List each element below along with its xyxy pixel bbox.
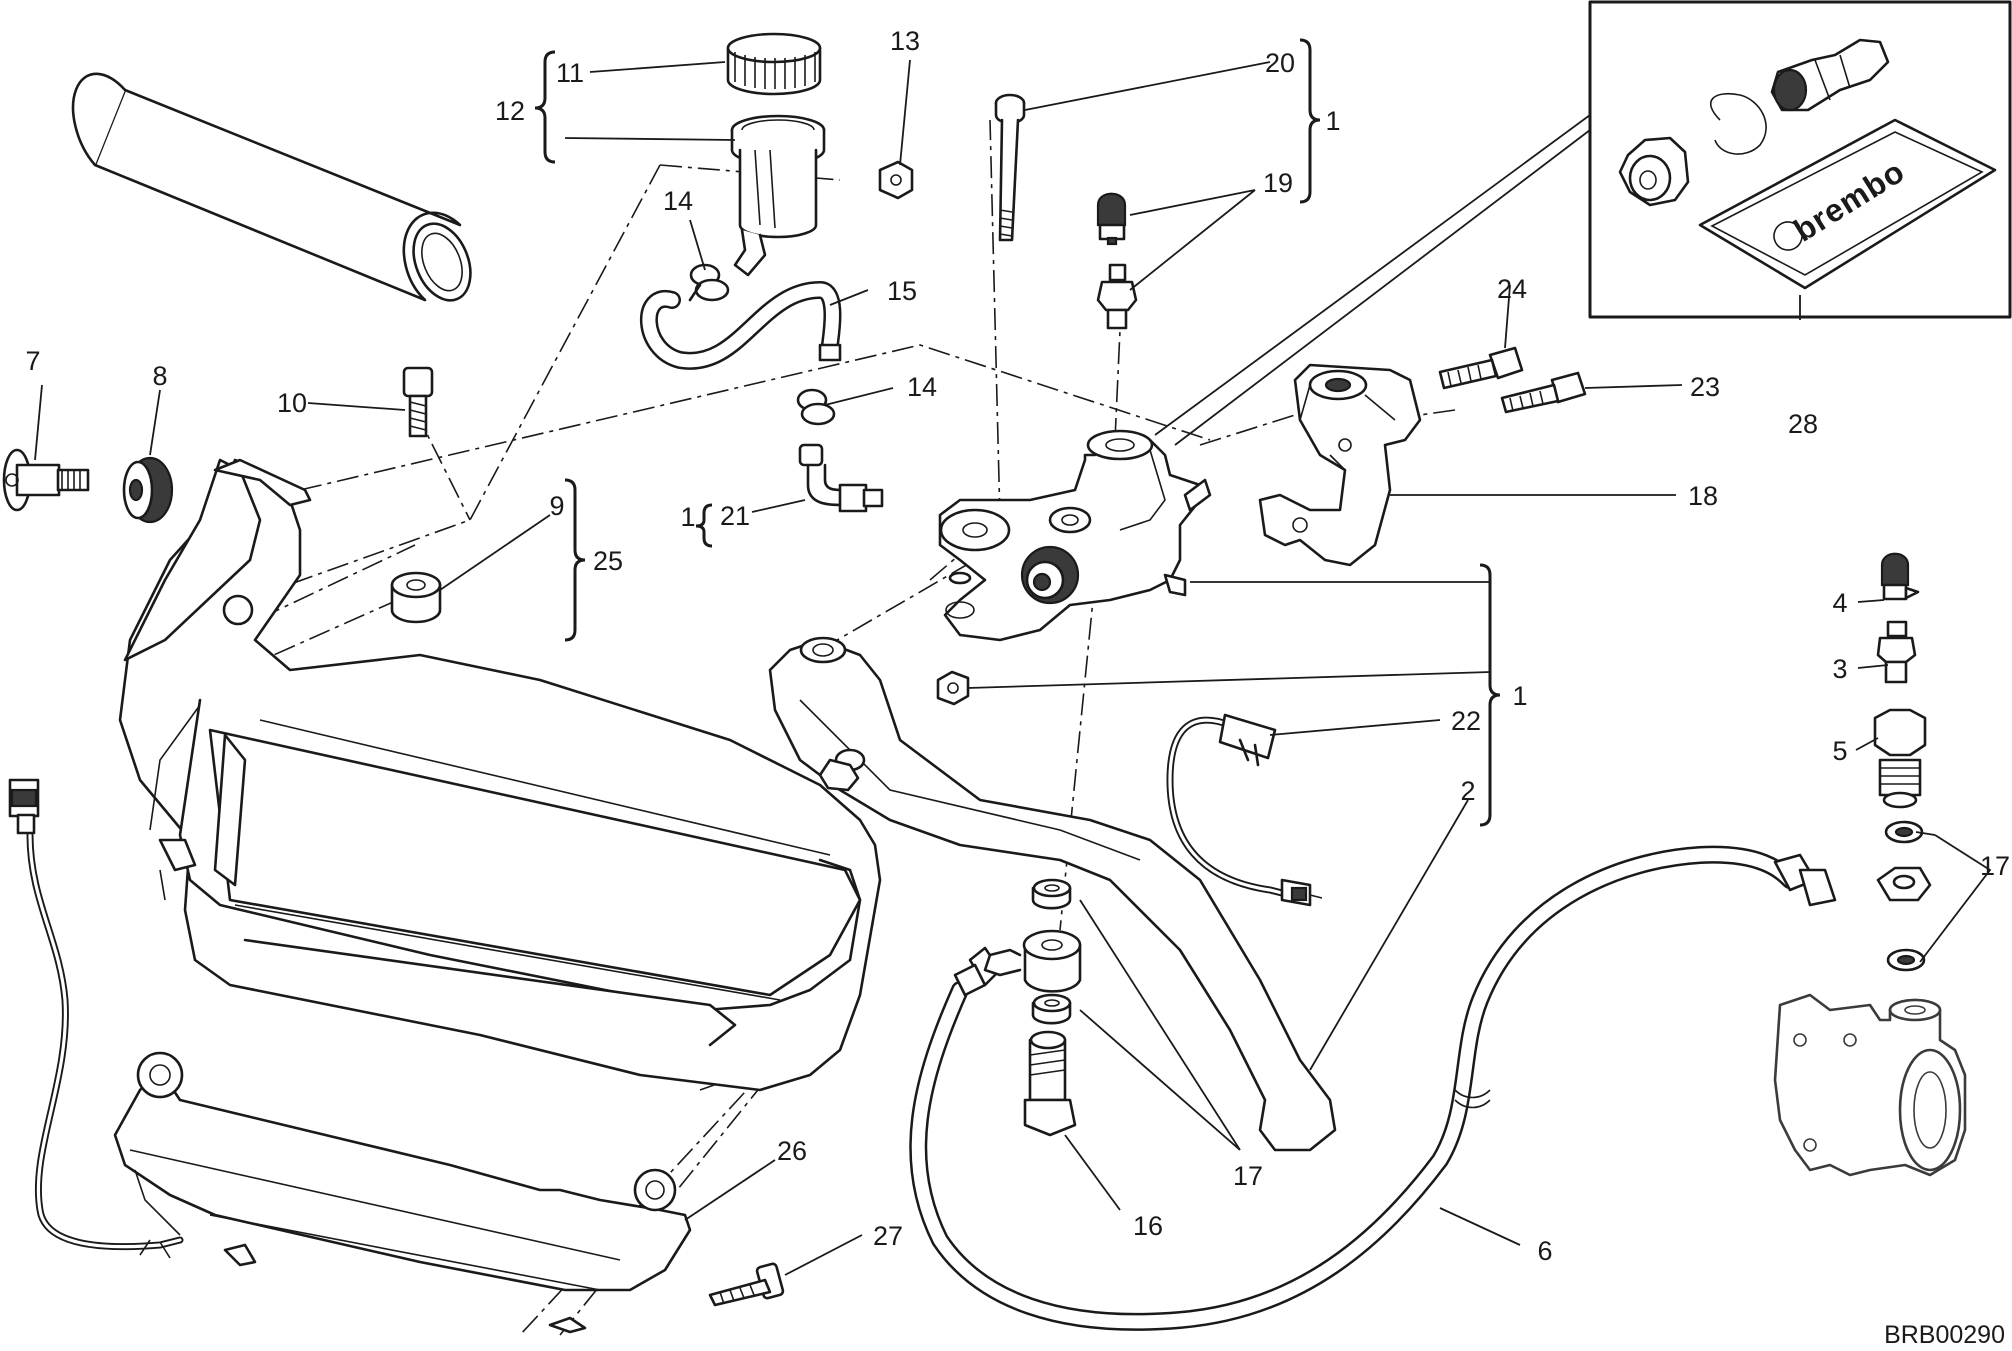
callout-9: 9 [549, 491, 564, 521]
callout-24: 24 [1497, 274, 1527, 304]
bushing-9 [390, 571, 442, 624]
callout-17-center: 17 [1233, 1161, 1263, 1191]
callout-16: 16 [1133, 1211, 1163, 1241]
master-cylinder [938, 429, 1212, 642]
callout-6: 6 [1537, 1236, 1552, 1266]
callout-21: 21 [720, 501, 750, 531]
callout-5: 5 [1832, 736, 1847, 766]
callout-12: 12 [495, 96, 525, 126]
hose-15 [640, 281, 842, 370]
screw-27 [708, 1262, 785, 1307]
adapter-5 [1873, 708, 1927, 809]
braces [534, 38, 1501, 827]
callout-11: 11 [556, 58, 584, 88]
lever-nut [936, 670, 970, 706]
callout-25: 25 [593, 546, 623, 576]
callout-8: 8 [152, 361, 167, 391]
callout-28: 28 [1788, 409, 1818, 439]
bleeder-4 [1880, 552, 1920, 601]
callout-15: 15 [887, 276, 917, 306]
callout-1-fitting: 1 [680, 502, 695, 532]
leader-lines [34, 59, 1992, 1276]
callout-19: 19 [1263, 168, 1293, 198]
rubber-bush-8 [122, 456, 174, 524]
bleeder-3 [1876, 620, 1917, 684]
callout-14b: 14 [907, 372, 937, 402]
callout-3: 3 [1832, 654, 1847, 684]
callout-10: 10 [277, 388, 307, 418]
screw-10 [402, 366, 434, 438]
callout-7: 7 [25, 346, 40, 376]
banjo-16-17 [983, 878, 1082, 1137]
callout-22: 22 [1451, 706, 1481, 736]
bolt-7 [2, 448, 90, 512]
wire-left [8, 778, 184, 1259]
callout-4: 4 [1832, 588, 1847, 618]
screw-24 [1438, 346, 1524, 390]
callout-18: 18 [1688, 481, 1718, 511]
pin-1 [948, 571, 972, 585]
indicator-26 [113, 1051, 692, 1334]
callout-27: 27 [873, 1221, 903, 1251]
callout-14a: 14 [663, 186, 693, 216]
hose-6 [909, 845, 1837, 1331]
callout-1-right: 1 [1512, 681, 1527, 711]
clamp-18 [1258, 363, 1422, 567]
kit-box-28: brembo [1588, 0, 2012, 319]
callout-26: 26 [777, 1136, 807, 1166]
bleeder-19 [1096, 192, 1138, 330]
diagram-code: BRB00290 [1884, 1321, 2005, 1349]
callout-20: 20 [1265, 48, 1295, 78]
switch-22 [1166, 713, 1323, 907]
reservoir-body-12 [730, 114, 826, 277]
fitting-21 [798, 443, 884, 513]
handguard-25 [118, 458, 882, 1092]
clip-14-lower [796, 388, 836, 426]
callout-labels: 7 8 10 9 25 11 12 13 14 15 14 21 1 20 1 … [25, 26, 2010, 1349]
bolt-20 [994, 93, 1026, 242]
reservoir-cap-11 [726, 32, 822, 96]
nut-13 [878, 160, 914, 200]
callout-13: 13 [890, 26, 920, 56]
callout-17-right: 17 [1980, 851, 2010, 881]
callout-1-top: 1 [1325, 106, 1340, 136]
handlebar-grip [71, 72, 472, 302]
washer-17-right [1876, 820, 1932, 972]
screw-23 [1500, 371, 1587, 414]
callout-2: 2 [1460, 776, 1475, 806]
lever-2 [768, 636, 1337, 1152]
slave-cylinder [1773, 993, 1967, 1177]
callout-23: 23 [1690, 372, 1720, 402]
clip-14-upper [688, 263, 730, 302]
